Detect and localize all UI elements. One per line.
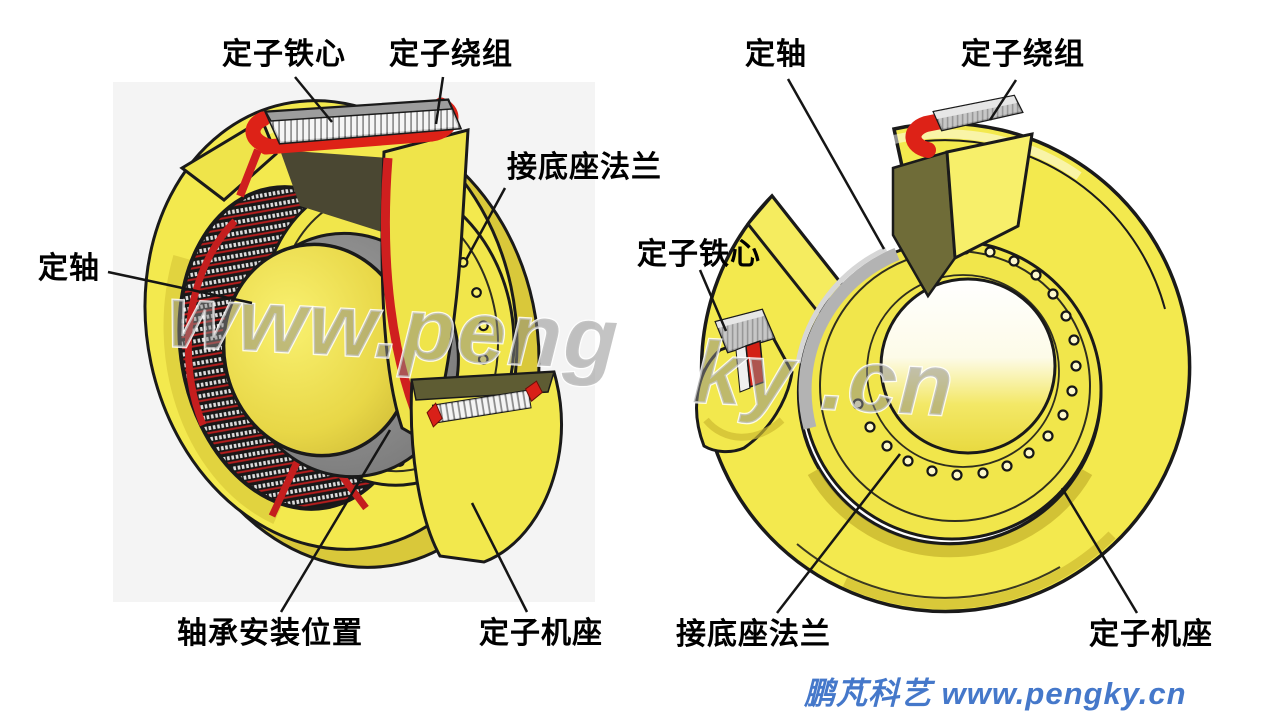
leader-right-shaft: [786, 78, 886, 250]
label-fixed-shaft-right: 定轴: [745, 38, 807, 71]
site-credit: 鹏芃科艺 www.pengky.cn: [804, 676, 1187, 711]
ring-inner-shade: [807, 469, 1093, 558]
label-fixed-shaft-left: 定轴: [38, 252, 100, 285]
leader-left-frame: [470, 502, 529, 613]
label-stator-frame-right: 定子机座: [1089, 618, 1213, 651]
rim-edge-line: [796, 543, 1061, 599]
flange-rim-line: [866, 274, 1060, 468]
label-base-flange-right: 接底座法兰: [676, 618, 831, 651]
ring-left-shade: [163, 254, 283, 524]
core-segment-piece: [695, 308, 794, 454]
leader-left-core: [294, 76, 333, 123]
winding-lining-edge: [236, 148, 262, 198]
cut-shadow: [891, 150, 957, 299]
label-bearing-position: 轴承安装位置: [177, 617, 363, 650]
label-stator-winding-right: 定子绕组: [961, 38, 1085, 71]
leader-left-flange: [464, 187, 507, 261]
ring-outer-shade: [842, 531, 1116, 610]
core-block-lower: [426, 380, 543, 428]
label-stator-core-right: 定子铁心: [637, 238, 761, 271]
label-stator-core-left: 定子铁心: [222, 38, 346, 71]
winding-spoke: [268, 458, 302, 518]
label-base-flange-left: 接底座法兰: [507, 151, 662, 184]
label-stator-frame-left: 定子机座: [479, 617, 603, 650]
winding-end-red: [524, 380, 543, 402]
cut-wedge-face: [945, 132, 1034, 261]
leader-lines: [107, 76, 1139, 614]
leader-left-winding: [434, 76, 445, 125]
winding-end-red: [426, 402, 443, 428]
leader-right-winding: [988, 79, 1018, 121]
ring-top-highlight: [825, 129, 1082, 180]
stator-frame-illustration: [695, 94, 1192, 614]
winding-lining-arc: [184, 218, 238, 427]
cut-shadow: [280, 150, 388, 232]
rim-edge-line: [924, 139, 1166, 310]
watermark-text-right: ky .cn: [691, 322, 957, 435]
core-top-cap: [934, 96, 1017, 119]
core-top-cap: [264, 99, 454, 122]
stator-cutaway-illustration: [143, 97, 563, 569]
leader-right-frame: [1060, 487, 1139, 614]
fixed-shaft-band-highlight: [795, 246, 888, 364]
flange-bolt-holes: [852, 243, 1082, 481]
leader-left-shaft: [107, 270, 253, 305]
winding-end-red: [745, 339, 765, 389]
fixed-shaft-band: [798, 247, 900, 430]
leader-right-flange: [776, 453, 901, 614]
winding-end-loop: [905, 100, 1014, 158]
leader-bearing-position: [279, 429, 392, 613]
leader-right-core: [698, 269, 728, 332]
center-bore: [879, 277, 1057, 455]
label-stator-winding-left: 定子绕组: [389, 38, 513, 71]
